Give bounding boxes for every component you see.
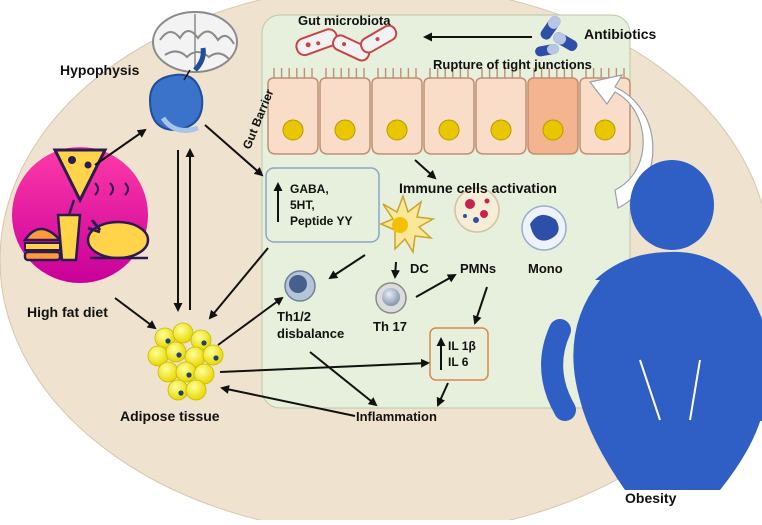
- adipocyte: [167, 379, 189, 401]
- gut-microbiota-label: Gut microbiota: [298, 13, 391, 28]
- bacteria-icon: [295, 24, 398, 62]
- epithelial-cell: [371, 77, 423, 155]
- mono-label: Mono: [528, 261, 563, 276]
- il-box-text: IL 1β IL 6: [448, 339, 476, 370]
- epithelial-cell: [423, 77, 475, 155]
- antibiotic-pills-icon: [535, 15, 578, 57]
- adipocyte: [157, 361, 179, 383]
- neuron-icon: [148, 47, 206, 133]
- arrow-dc-to-th12: [328, 254, 366, 280]
- arrow-th17-to-pmns: [415, 274, 457, 298]
- adipocyte-cluster-icon: [147, 322, 224, 401]
- inflammation-label: Inflammation: [356, 409, 437, 424]
- th17-label: Th 17: [373, 319, 407, 334]
- arrow-adipose-to-th12: [217, 296, 284, 346]
- epithelial-cell: [267, 77, 319, 155]
- cell-nucleus: [282, 119, 304, 141]
- adipocyte: [175, 361, 197, 383]
- fast-food-icon: [12, 147, 150, 283]
- cell-nucleus: [490, 119, 512, 141]
- dc-label: DC: [410, 261, 429, 276]
- dendritic-cell-icon: [379, 193, 436, 255]
- th12-cell-icon: [284, 270, 316, 302]
- cell-nucleus: [594, 119, 616, 141]
- pmn-cell-icon: [454, 187, 500, 233]
- adipocyte-nucleus: [178, 390, 184, 396]
- cell-nucleus: [334, 119, 356, 141]
- obesity-label: Obesity: [625, 490, 677, 506]
- cell-nucleus: [438, 119, 460, 141]
- arrow-il-to-inflammation: [436, 382, 449, 407]
- adipocyte-nucleus: [176, 352, 182, 358]
- epithelial-cell: [319, 77, 371, 155]
- adipocyte: [202, 344, 224, 366]
- th12-label: Th1/2 disbalance: [277, 309, 345, 341]
- gaba-box-text: GABA, 5HT, Peptide YY: [290, 182, 353, 229]
- immune-activation-label: Immune cells activation: [399, 180, 557, 196]
- obese-person-icon: [541, 160, 762, 490]
- cell-nucleus: [542, 119, 564, 141]
- epithelial-cell-row: [267, 68, 631, 155]
- arrow-hfd-to-hypophysis: [94, 128, 147, 166]
- monocyte-icon: [521, 205, 567, 251]
- arrow-brain-to-neuron: [183, 69, 191, 81]
- arrow-inflammation-to-adipose: [220, 385, 356, 417]
- rupture-label: Rupture of tight junctions: [433, 57, 592, 72]
- arrow-pmns-to-il: [472, 286, 488, 325]
- arrow-cells-to-immune: [414, 159, 437, 180]
- epithelial-cell: [579, 77, 631, 155]
- adipose-tissue-label: Adipose tissue: [120, 408, 220, 424]
- epithelial-cell: [527, 77, 579, 155]
- arrow-adipose-to-il: [219, 358, 430, 373]
- high-fat-diet-label: High fat diet: [27, 304, 108, 320]
- brain-icon: [152, 11, 238, 73]
- arrow-gaba-to-adipose: [208, 247, 269, 320]
- adipocyte-nucleus: [201, 340, 207, 346]
- adipocyte: [185, 379, 207, 401]
- arrow-hypophysis-to-gut: [204, 124, 264, 177]
- adipocyte: [165, 341, 187, 363]
- adipocyte: [172, 322, 194, 344]
- th17-cell-icon: [375, 282, 407, 314]
- adipocyte-nucleus: [213, 355, 219, 361]
- arrow-th12-to-inflammation: [309, 351, 378, 407]
- gaba-box: [265, 167, 380, 243]
- pmns-label: PMNs: [460, 261, 497, 276]
- arrows: [94, 69, 488, 417]
- arrow-hfd-to-adipose: [114, 297, 157, 330]
- adipocyte-nucleus: [186, 372, 192, 378]
- arrow-dc-to-th17: [390, 261, 400, 279]
- hypophysis-label: Hypophysis: [60, 62, 140, 78]
- adipocyte-nucleus: [165, 338, 171, 344]
- cell-nucleus: [386, 119, 408, 141]
- antibiotics-label: Antibiotics: [584, 26, 657, 42]
- epithelial-cell: [475, 77, 527, 155]
